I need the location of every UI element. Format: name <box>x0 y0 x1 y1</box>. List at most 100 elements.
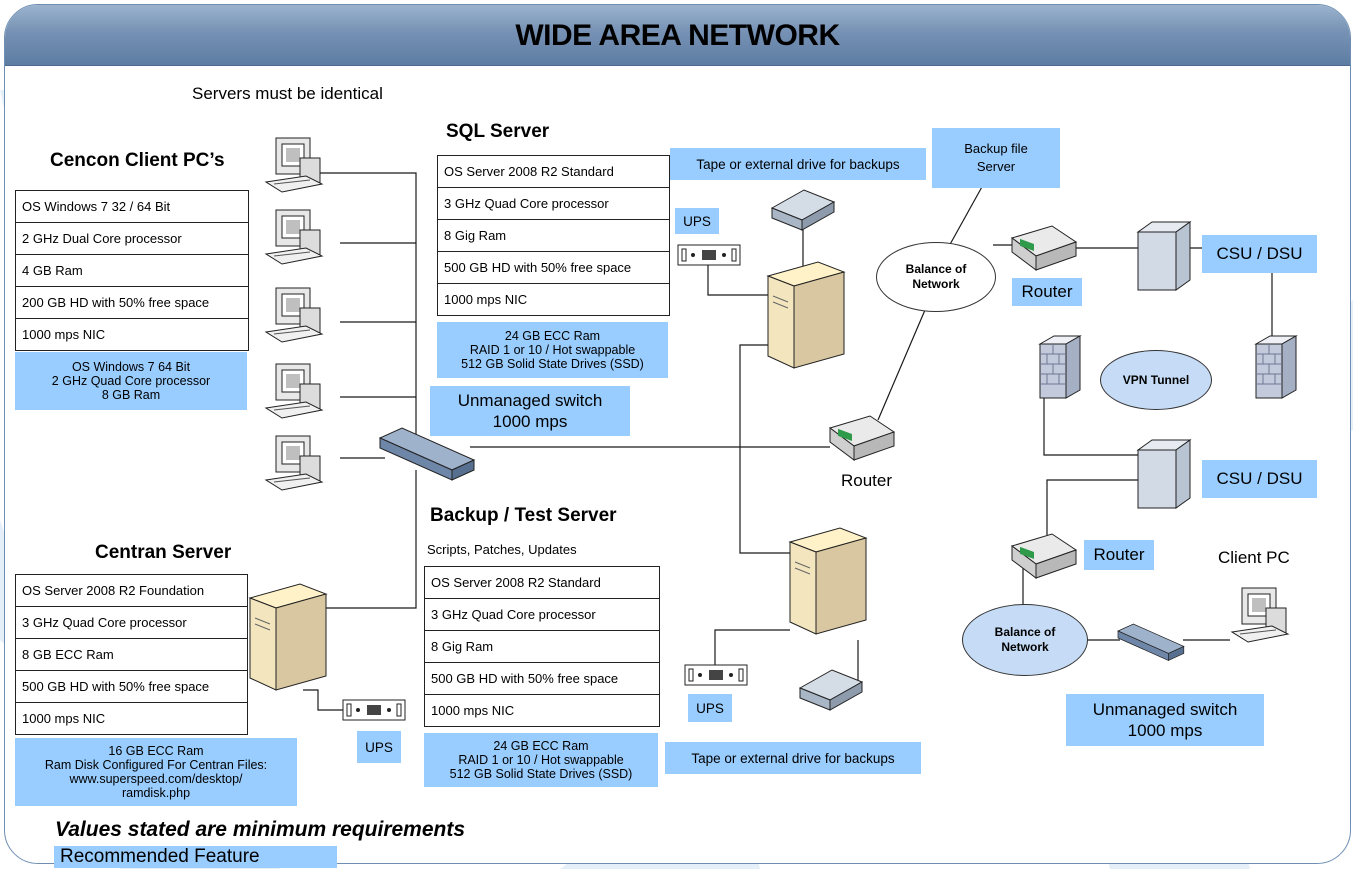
minimum-requirements-note: Values stated are minimum requirements <box>55 818 466 841</box>
balance-line: Network <box>1001 640 1049 654</box>
desktop-pc-icon <box>265 287 323 343</box>
router-bottom-label: Router <box>1084 540 1154 570</box>
sql-server-recommended: 24 GB ECC Ram RAID 1 or 10 / Hot swappab… <box>437 322 668 378</box>
switch-label-line: Unmanaged switch <box>457 391 603 410</box>
spec-row: 1000 mps NIC <box>22 711 106 726</box>
spec-row: 2 GHz Dual Core processor <box>16 223 248 255</box>
servers-identical-note: Servers must be identical <box>192 84 383 103</box>
recommended-line: www.superspeed.com/desktop/ <box>69 772 243 786</box>
tape-drive-bottom-label: Tape or external drive for backups <box>665 742 921 774</box>
spec-row: 3 GHz Quad Core processor <box>438 188 669 220</box>
desktop-pc-icon <box>1231 587 1289 643</box>
spec-row: OS Windows 7 32 / 64 Bit <box>16 191 248 223</box>
spec-row: 500 GB HD with 50% free space <box>16 671 247 703</box>
spec-row: 8 Gig Ram <box>425 631 659 663</box>
csu-dsu-icon <box>1137 221 1191 291</box>
switch-label-line: Unmanaged switch <box>1092 700 1238 719</box>
client-pcs-heading: Cencon Client PC’s <box>50 150 225 171</box>
csu-dsu-top-label: CSU / DSU <box>1202 235 1317 273</box>
recommended-line: ramdisk.php <box>121 786 191 800</box>
backup-server-heading: Backup / Test Server <box>430 505 617 526</box>
recommended-line: RAID 1 or 10 / Hot swappable <box>469 343 636 357</box>
desktop-pc-icon <box>265 435 323 491</box>
recommended-line: 24 GB ECC Ram <box>493 739 589 753</box>
backup-server-subheading: Scripts, Patches, Updates <box>427 542 577 557</box>
spec-row: 500 GB HD with 50% free space <box>438 252 669 284</box>
recommended-feature-legend: Recommended Feature <box>54 846 337 868</box>
recommended-line: Ram Disk Configured For Centran Files: <box>44 758 268 772</box>
recommended-line: 24 GB ECC Ram <box>504 329 601 343</box>
router-icon <box>1011 225 1077 271</box>
spec-row: OS Server 2008 R2 Standard <box>438 156 669 188</box>
router-main-label: Router <box>841 471 893 490</box>
tape-drive-icon <box>799 669 863 711</box>
title-banner: WIDE AREA NETWORK <box>5 5 1350 66</box>
desktop-pc-icon <box>265 363 323 419</box>
spec-row: 8 Gig Ram <box>438 220 669 252</box>
main-switch-label: Unmanaged switch 1000 mps <box>430 386 630 436</box>
ups-icon <box>342 699 406 721</box>
backup-file-line: Backup file <box>964 141 1028 156</box>
centran-server-tower-icon <box>249 583 327 691</box>
router-icon <box>829 415 895 461</box>
spec-row: 500 GB HD with 50% free space <box>425 663 659 695</box>
client-pcs-recommended: OS Windows 7 64 Bit 2 GHz Quad Core proc… <box>15 352 247 410</box>
spec-row: OS Server 2008 R2 Foundation <box>16 575 247 607</box>
ups-sql-label: UPS <box>675 208 719 234</box>
vpn-tunnel: VPN Tunnel <box>1100 350 1212 410</box>
recommended-line: 8 GB Ram <box>101 388 161 402</box>
ups-icon <box>684 664 748 686</box>
backup-server-spec-table: OS Server 2008 R2 Standard 3 GHz Quad Co… <box>424 566 660 727</box>
centran-server-heading: Centran Server <box>95 542 232 563</box>
spec-row: OS Server 2008 R2 Standard <box>425 567 659 599</box>
sql-server-heading: SQL Server <box>446 121 550 142</box>
desktop-pc-icon <box>265 209 323 265</box>
tape-drive-top-label: Tape or external drive for backups <box>670 148 926 180</box>
balance-of-network-bottom: Balance of Network <box>962 604 1088 676</box>
recommended-line: RAID 1 or 10 / Hot swappable <box>458 753 624 767</box>
router-top-label: Router <box>1012 278 1082 306</box>
balance-line: Network <box>912 277 960 291</box>
ups-backup-label: UPS <box>688 694 732 722</box>
backup-server-recommended: 24 GB ECC Ram RAID 1 or 10 / Hot swappab… <box>424 733 658 787</box>
switch-label-line: 1000 mps <box>492 412 568 431</box>
spec-row: 1000 mps NIC <box>431 703 515 718</box>
firewall-icon <box>1039 335 1081 399</box>
centran-server-spec-table: OS Server 2008 R2 Foundation 3 GHz Quad … <box>15 574 248 735</box>
ups-icon <box>677 244 741 266</box>
firewall-icon <box>1255 335 1297 399</box>
balance-of-network-top: Balance of Network <box>876 242 996 312</box>
centran-server-recommended: 16 GB ECC Ram Ram Disk Configured For Ce… <box>15 738 297 806</box>
sql-server-tower-icon <box>767 261 845 369</box>
spec-row: 8 GB ECC Ram <box>16 639 247 671</box>
diagram-title: WIDE AREA NETWORK <box>515 19 840 52</box>
spec-row: 3 GHz Quad Core processor <box>425 599 659 631</box>
balance-line: Balance of <box>994 625 1056 639</box>
recommended-line: 512 GB Solid State Drives (SSD) <box>461 357 644 371</box>
recommended-line: 512 GB Solid State Drives (SSD) <box>449 767 633 781</box>
client-pc-label: Client PC <box>1218 548 1290 567</box>
tape-drive-icon <box>771 189 835 231</box>
recommended-line: 16 GB ECC Ram <box>108 744 204 758</box>
recommended-line: 2 GHz Quad Core processor <box>51 374 211 388</box>
csu-dsu-bottom-label: CSU / DSU <box>1202 460 1317 498</box>
spec-row: 1000 mps NIC <box>444 292 528 307</box>
router-icon <box>1011 533 1077 579</box>
backup-file-server-label: Backup file Server <box>932 128 1060 188</box>
sql-server-spec-table: OS Server 2008 R2 Standard 3 GHz Quad Co… <box>437 155 670 316</box>
backup-file-line: Server <box>976 159 1016 174</box>
recommended-line: OS Windows 7 64 Bit <box>71 360 191 374</box>
desktop-pc-icon <box>265 137 323 193</box>
remote-switch-label: Unmanaged switch 1000 mps <box>1066 694 1264 746</box>
balance-line: Balance of <box>905 262 967 276</box>
csu-dsu-icon <box>1137 439 1191 509</box>
spec-row: 3 GHz Quad Core processor <box>16 607 247 639</box>
switch-label-line: 1000 mps <box>1127 721 1203 740</box>
client-pcs-spec-table: OS Windows 7 32 / 64 Bit 2 GHz Dual Core… <box>15 190 249 351</box>
network-switch-icon <box>1117 623 1185 661</box>
backup-server-tower-icon <box>789 527 867 635</box>
spec-row: 200 GB HD with 50% free space <box>16 287 248 319</box>
spec-row: 4 GB Ram <box>16 255 248 287</box>
